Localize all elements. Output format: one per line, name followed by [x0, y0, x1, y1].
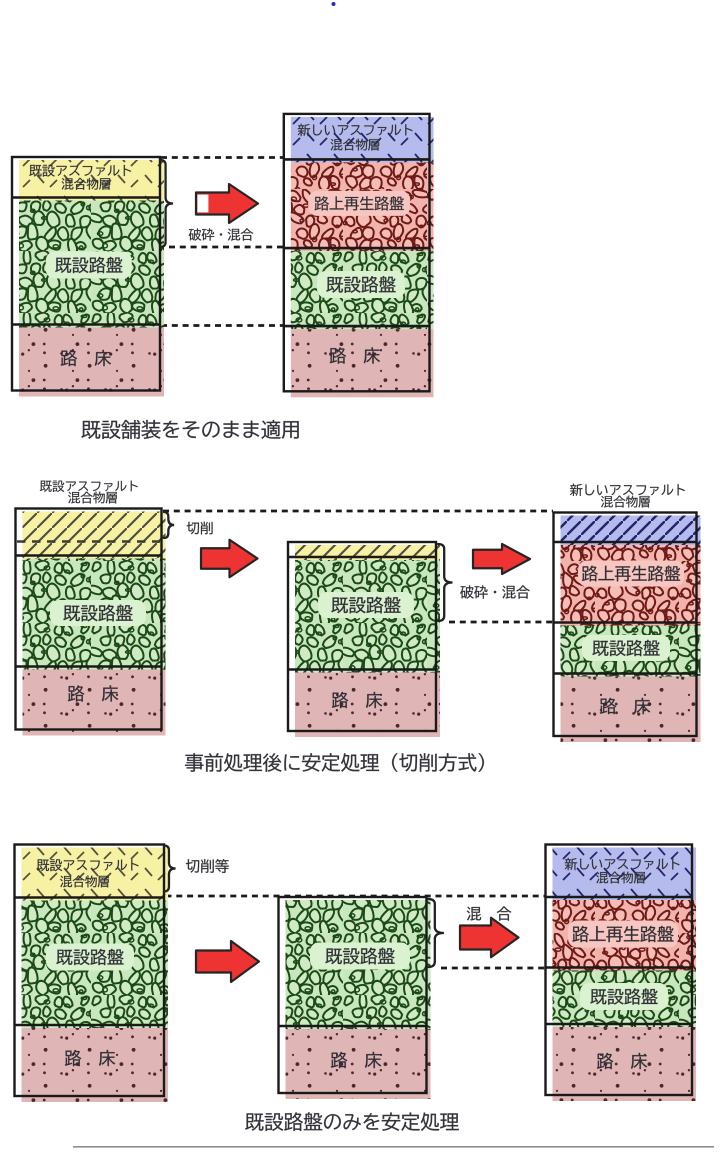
row1-right-asphalt-label-line1: 新しいアスファルト: [297, 123, 413, 137]
row3-right-subgrade-label: 路 床: [596, 1052, 648, 1070]
row3-left-asphalt-label-line2: 混合物層: [59, 875, 109, 888]
layer-fill-subgrade: [560, 676, 701, 742]
row1-left-subgrade-label: 路 床: [60, 349, 112, 367]
row2-left-roadbed-label-plaque: [50, 600, 146, 626]
layer-fill-subgrade: [21, 1028, 168, 1102]
row2-right-asphalt-title-line1: 新しいアスファルト: [569, 483, 685, 497]
row3-right-asphalt-label-line1: 新しいアスファルト: [564, 857, 680, 871]
box-outline: [277, 895, 428, 1095]
row2-left-roadbed-label: 既設路盤: [63, 604, 133, 622]
row2-arrow-1-shape: [199, 538, 259, 579]
row3-caption: 既設路盤のみを安定処理: [244, 1112, 459, 1132]
row1-arrow: [194, 182, 260, 225]
row1-arrow-tail-notch: [197, 194, 209, 213]
row3-left-roadbed-label: 既設路盤: [56, 948, 124, 966]
row1-left-asphalt-label-line1: 既設アスファルト: [29, 164, 132, 177]
row2-crush-brace: [436, 542, 453, 623]
row2-middle-roadbed-label: 既設路盤: [331, 596, 401, 614]
row2-recycled-pavement-box: [552, 511, 701, 742]
row2-cutting-label: 切削: [186, 521, 213, 535]
row2-dashed-guides: [163, 509, 553, 624]
layer-fill-asphalt_old_sparse: [21, 847, 168, 901]
row1-left-asphalt-label-line2: 混合物層: [61, 177, 111, 190]
layer-fills: [295, 545, 440, 737]
box-outline: [13, 843, 166, 1098]
row1-caption: 既設舗装をそのまま適用: [81, 419, 299, 440]
row2-right-roadbed-label: 既設路盤: [592, 639, 660, 657]
row3-middle-subgrade-label: 路 床: [330, 1051, 382, 1069]
row3-recycled-pavement-box: [544, 843, 696, 1101]
layer-fills: [285, 900, 431, 1099]
row2-middle-subgrade-label: 路 床: [331, 691, 383, 709]
row3-middle-roadbed-label-plaque: [310, 942, 410, 970]
box-outline: [552, 511, 698, 738]
row1-right-subgrade-label: 路 床: [329, 347, 381, 364]
layer-fills: [552, 847, 696, 1101]
row3-right-recycled-label: 路上再生路盤: [572, 925, 674, 943]
row2-arrow-2: [471, 542, 532, 576]
layer-fill-asphalt_new_full: [560, 515, 701, 545]
row1-brace: [158, 158, 174, 249]
row3-cut-brace: [162, 844, 176, 893]
layer-fills: [21, 847, 168, 1102]
process-row-1: 既設アスファルト 混合物層 既設路盤 路 床 新しいアスファルト 混合物層 路上…: [10, 112, 434, 440]
layer-fill-subgrade: [22, 669, 166, 736]
row2-process-label: 破砕・混合: [460, 585, 530, 599]
layer-fills: [290, 116, 434, 398]
process-row-3: 既設アスファルト 混合物層 切削等 既設路盤 路 床 既設路盤 路 床 混 合 …: [13, 843, 696, 1132]
row2-caption: 事前処理後に安定処理（切削方式）: [184, 753, 485, 772]
row3-dashed-guides: [165, 894, 545, 970]
row2-left-subgrade-label: 路 床: [67, 685, 119, 702]
box-outline: [282, 112, 431, 393]
row2-arrow-2-shape: [471, 542, 532, 576]
process-row-2: 既設アスファルト 混合物層 既設路盤 路 床 切削 既設路盤 路 床 破砕・混合…: [14, 480, 701, 772]
row2-cut-brace: [162, 510, 175, 540]
row3-left-asphalt-label-line1: 既設アスファルト: [36, 859, 139, 872]
layer-fill-subgrade: [19, 327, 164, 397]
row3-arrow-1: [194, 939, 261, 984]
row1-process-label: 破砕・混合: [188, 228, 254, 241]
row2-right-subgrade-label: 路 床: [599, 697, 651, 715]
row2-milled-pavement-box: [286, 540, 440, 737]
stray-ink-dot: [331, 2, 336, 6]
row1-left-roadbed-label: 既設路盤: [54, 256, 123, 274]
row2-right-recycled-label: 路上再生路盤: [581, 565, 681, 582]
layer-fills: [560, 515, 701, 742]
row1-right-asphalt-label-line2: 混合物層: [330, 138, 380, 151]
row2-left-asphalt-title-line2: 混合物層: [67, 491, 117, 504]
row3-cutting-label: 切削等: [185, 858, 229, 873]
layer-fill-subgrade: [552, 1027, 696, 1101]
layer-fill-asphalt_old_full: [22, 511, 166, 559]
layer-fill-subgrade: [285, 1029, 431, 1099]
box-outline: [14, 507, 163, 731]
row3-existing-pavement-box: [13, 843, 168, 1102]
row3-arrow-2: [458, 916, 520, 959]
row2-left-asphalt-title-line1: 既設アスファルト: [39, 480, 138, 493]
row1-arrow-shape: [194, 182, 260, 225]
layer-fills: [22, 511, 166, 736]
row1-right-roadbed-label: 既設路盤: [326, 275, 396, 293]
row3-middle-roadbed-label: 既設路盤: [325, 947, 395, 965]
box-outline: [544, 843, 694, 1097]
layer-fill-subgrade: [290, 329, 434, 398]
box-outline: [10, 155, 162, 392]
box-outline: [286, 540, 438, 733]
row3-arrow-1-shape: [194, 939, 261, 984]
row1-right-recycled-label: 路上再生路盤: [314, 196, 405, 211]
row3-arrow-2-shape: [458, 916, 520, 959]
row3-process-label: 混 合: [466, 906, 512, 921]
row3-stripped-pavement-box: [277, 895, 431, 1099]
row1-dashed-guides: [161, 156, 283, 327]
row3-left-subgrade-label: 路 床: [64, 1049, 116, 1067]
row3-right-asphalt-label-line2: 混合物層: [596, 871, 645, 884]
row3-right-roadbed-label: 既設路盤: [590, 988, 658, 1005]
row3-mix-brace: [426, 897, 444, 969]
row2-existing-pavement-box: [14, 507, 166, 736]
row2-middle-roadbed-label-plaque: [318, 592, 414, 618]
row2-right-asphalt-title-line2: 混合物層: [600, 495, 650, 508]
row2-arrow-1: [199, 538, 259, 579]
row1-recycled-pavement-box: [282, 112, 434, 398]
